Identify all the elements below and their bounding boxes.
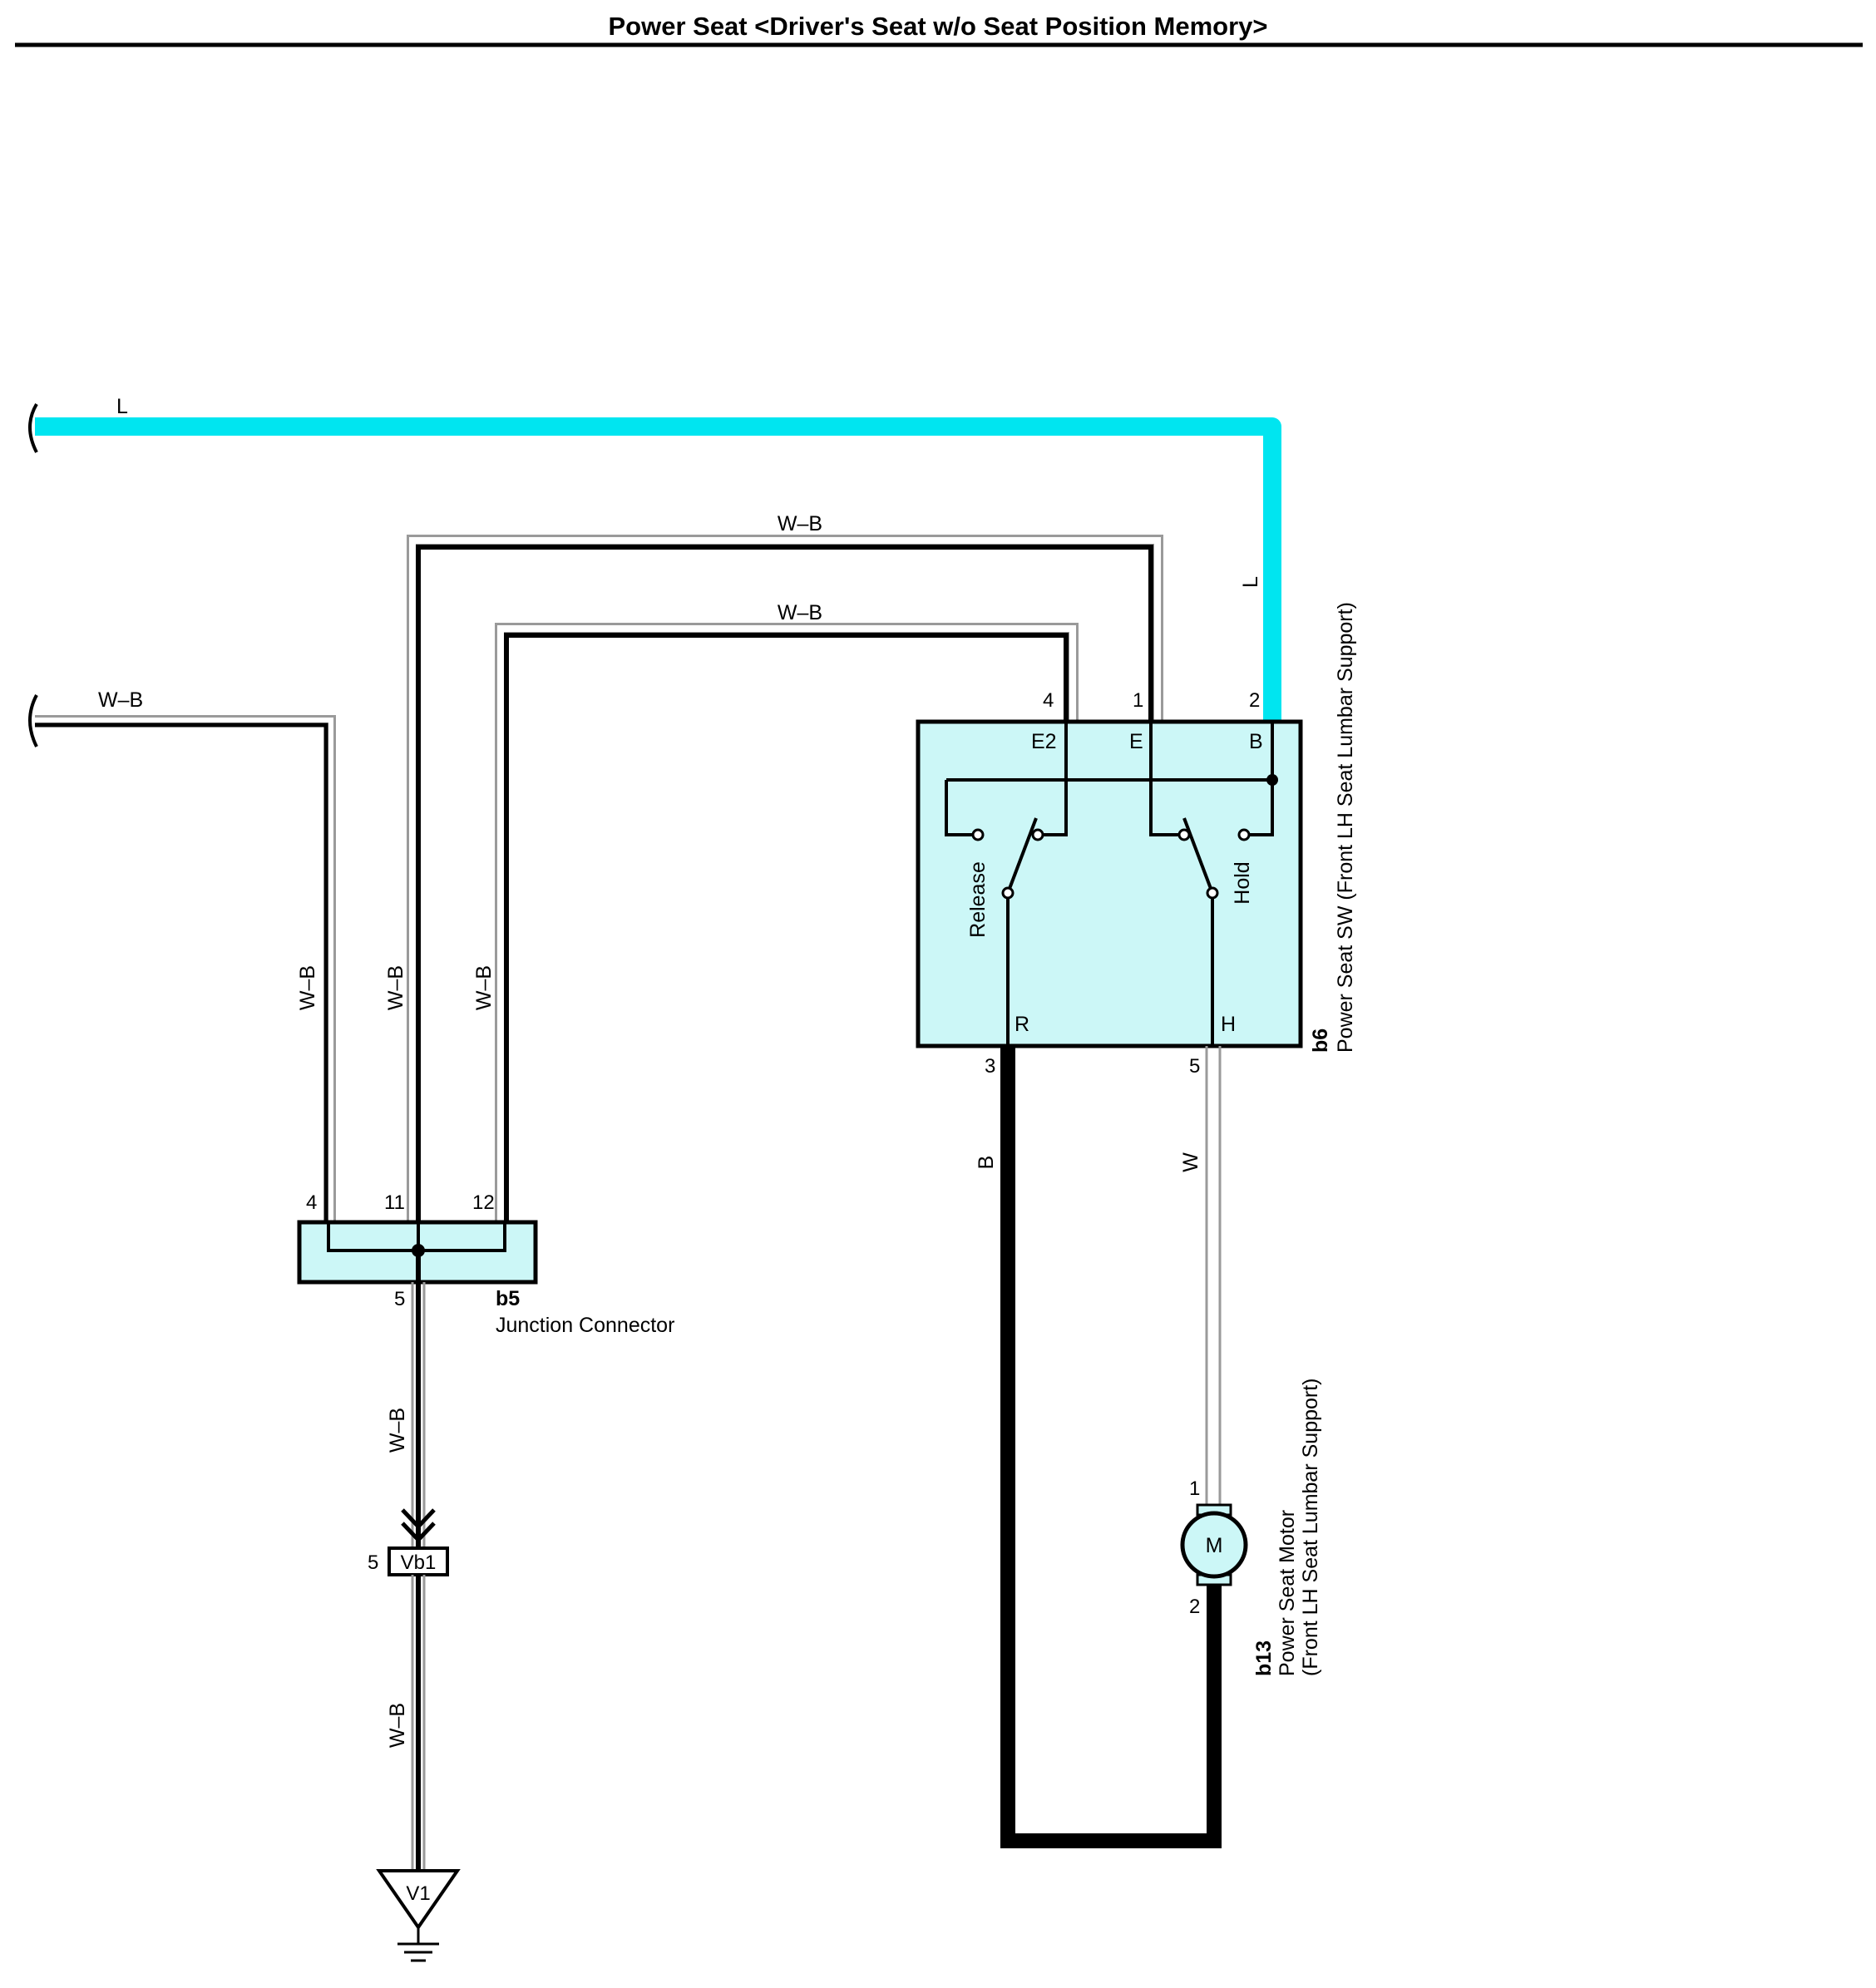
wire-label-l-top: L [116,395,128,418]
wire-w: W [1179,1046,1222,1507]
switch-pin-5: 5 [1189,1055,1200,1078]
switch-terminal-b: B [1249,730,1263,753]
switch-pin-1: 1 [1133,689,1143,712]
wire-wb-left: W–B W–B [28,688,336,1222]
switch-terminal-e2: E2 [1031,730,1057,753]
junction-pin-12: 12 [472,1191,495,1214]
switch-code: b6 [1309,1029,1332,1053]
wire-l: L L [28,395,1281,722]
switch-terminal-h: H [1221,1013,1236,1036]
motor-symbol: M [1206,1534,1223,1557]
vb1-pin: 5 [368,1551,378,1574]
wire-label-wb-top-lower: W–B [778,601,822,624]
wire-label-wb-v3: W–B [472,965,496,1010]
switch-terminal-r: R [1015,1013,1029,1036]
junction-code: b5 [496,1287,520,1310]
wire-b: B [975,1046,1222,1848]
ground-v1-label: V1 [406,1882,430,1905]
wire-label-l-vertical: L [1239,576,1262,588]
power-seat-motor-b13: M 1 2 b13 Power Seat Motor (Front LH Sea… [1180,1379,1322,1677]
ground-triangle [376,1869,461,1931]
junction-name: Junction Connector [496,1314,674,1337]
power-seat-switch-b6: E2 E B R H 4 1 2 3 5 Release Hold b6 Pow… [916,602,1357,1078]
wire-label-wb-top-upper: W–B [778,512,822,535]
switch-terminal-e: E [1129,730,1143,753]
wire-label-w: W [1179,1152,1202,1172]
wire-label-wb-down1: W–B [386,1408,409,1453]
vb1-label: Vb1 [401,1551,437,1574]
break-mark-wb [28,694,38,747]
switch-name: Power Seat SW (Front LH Seat Lumbar Supp… [1334,602,1357,1053]
arrow-chevrons [401,1508,436,1543]
hold-switch-blade [1182,817,1214,894]
motor-name-line2: (Front LH Seat Lumbar Support) [1299,1379,1322,1677]
ground-v1: V1 [376,1869,461,1962]
switch-pin-3: 3 [985,1055,995,1078]
ground-symbol-icon [397,1927,439,1962]
switch-box [916,719,1303,1048]
motor-pin-1: 1 [1189,1477,1200,1500]
junction-connector-b5: 4 11 12 5 b5 Junction Connector [297,1191,674,1337]
wire-label-wb-v1: W–B [296,965,319,1010]
switch-position-release: Release [966,861,990,938]
switch-position-hold: Hold [1231,861,1254,904]
motor-code: b13 [1252,1640,1276,1676]
wire-wb-ground: W–B [386,1251,436,1551]
motor-pin-2: 2 [1189,1596,1200,1618]
break-mark-l [28,402,38,453]
wire-wb-lower: W–B W–B [472,601,1079,1222]
motor-name-line1: Power Seat Motor [1276,1510,1299,1676]
wire-wb-ground-lower: W–B [386,1575,426,1874]
wire-label-wb-down2: W–B [386,1703,409,1748]
wire-label-wb-v2: W–B [384,965,407,1010]
wire-label-wb-left: W–B [98,688,143,712]
switch-pin-2: 2 [1249,689,1260,712]
wire-label-b: B [975,1156,998,1170]
wire-wb-upper: W–B W–B [384,512,1163,1222]
junction-pin-11: 11 [384,1191,405,1214]
vb1-box [388,1546,449,1576]
release-switch-blade [1006,817,1038,894]
junction-pin-5: 5 [394,1288,405,1310]
junction-pin-4: 4 [306,1191,317,1214]
connector-vb1: Vb1 5 [368,1546,449,1576]
switch-pin-4: 4 [1043,689,1054,712]
page-title: Power Seat <Driver's Seat w/o Seat Posit… [609,12,1268,41]
motor-icon [1180,1511,1248,1579]
